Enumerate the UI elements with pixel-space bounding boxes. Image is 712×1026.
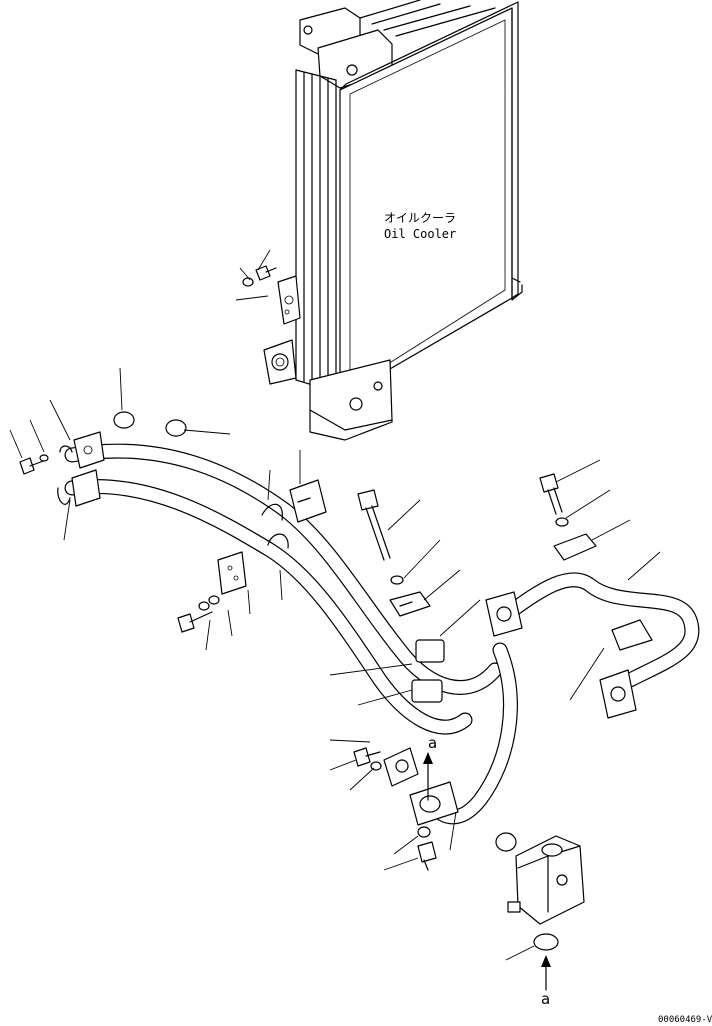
flange-icon [57,431,105,507]
valve-block-icon [507,835,585,925]
clamp-icon [261,479,327,549]
component-label-jp: オイルクーラ [384,211,456,225]
bolt-icon [539,473,563,515]
leader-lines [9,249,661,961]
o-ring-icon [533,933,559,951]
o-ring-icon [165,419,187,437]
washer-icon [198,595,220,611]
hose-icon [502,572,700,688]
drawing-code: 00060469-V [658,1015,712,1025]
component-label-en: Oil Cooler [384,227,456,241]
washer-icon [417,826,431,838]
clamp-icon [389,591,431,617]
hose-icon [64,443,518,825]
arrow-up-icon [423,752,433,801]
washer-icon [390,575,404,585]
callout-letter-bottom: a [541,990,550,1008]
clamp-icon [217,551,247,595]
bolt-icon [255,265,277,281]
flange-icon [485,591,637,719]
flange-icon [383,747,459,826]
oil-cooler-icon [263,0,523,441]
bolt-icon [417,841,437,871]
washer-icon [555,517,569,527]
o-ring-icon [495,832,517,852]
bolt-icon [19,457,47,475]
o-ring-icon [113,411,135,429]
bolt-icon [177,611,213,633]
washer-icon [242,277,254,287]
arrow-up-icon [541,955,551,991]
bolt-icon [357,489,391,561]
callout-letter-top: a [428,734,437,752]
bolt-icon [353,747,381,767]
clamp-icon [411,639,445,703]
clamp-icon [553,533,653,651]
washer-icon [39,454,49,462]
